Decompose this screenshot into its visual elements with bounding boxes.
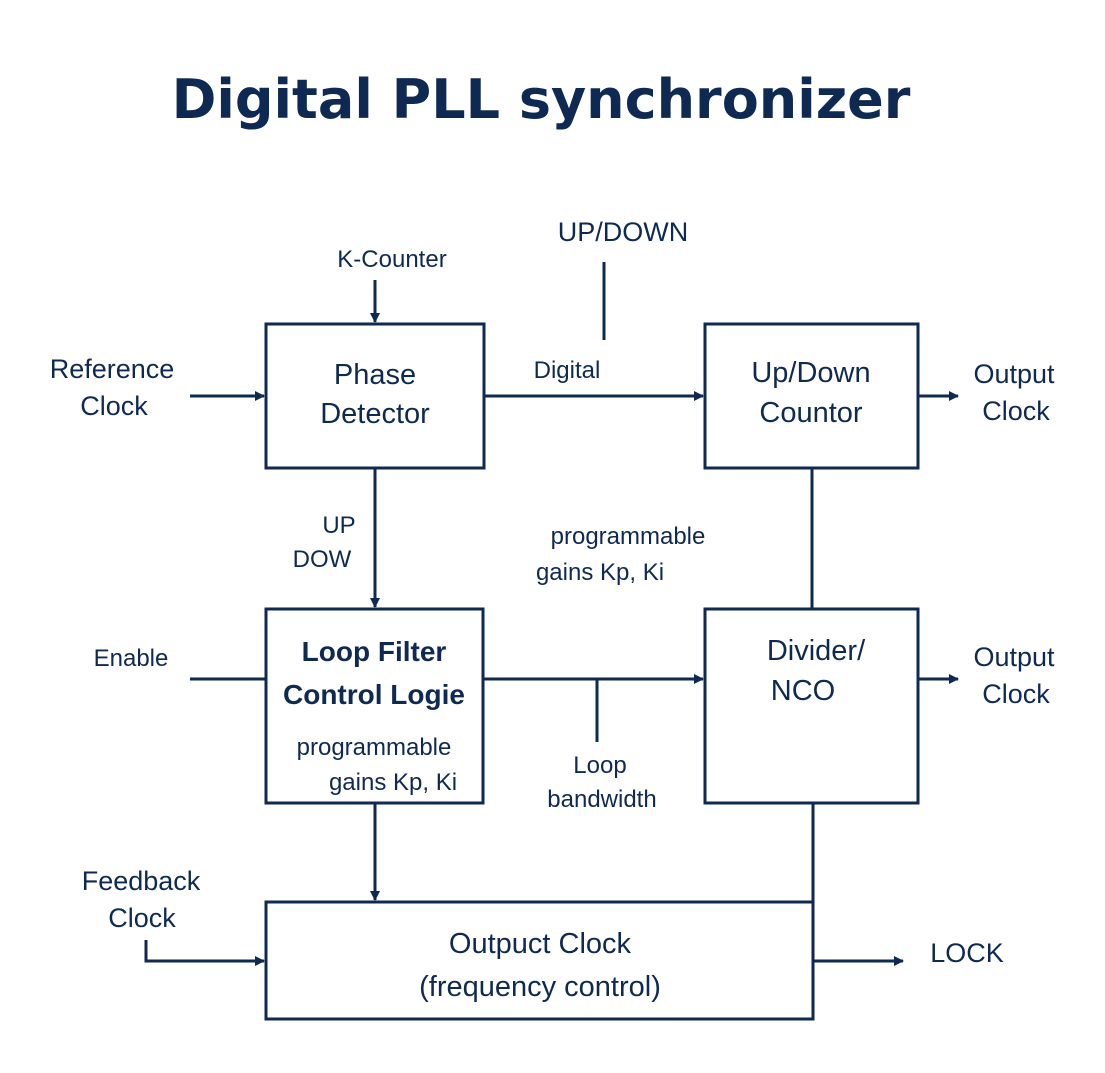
reference-clock-label-2: Clock [80, 391, 148, 421]
loop-filter-label-1: Loop Filter [302, 636, 447, 667]
divider-nco-label-1: Divider/ [767, 635, 866, 667]
output-clock-top-label-2: Clock [982, 396, 1050, 426]
programmable-gains-label-2: gains Kp, Ki [536, 559, 664, 586]
loop-filter-block: Loop Filter Control Logie programmable g… [264, 607, 485, 805]
loop-bandwidth-label-2: bandwidth [547, 786, 656, 813]
reference-clock-label-1: Reference [50, 354, 175, 384]
k-counter-label: K-Counter [337, 246, 446, 273]
output-clock-block-label-2: (frequency control) [419, 971, 661, 1003]
loop-filter-label-3: programmable [297, 734, 452, 761]
up-down-counter-label-2: Countor [759, 397, 863, 429]
connections [144, 262, 959, 966]
digital-label: Digital [534, 357, 601, 384]
loop-bandwidth-label-1: Loop [573, 752, 626, 779]
up-label: UP [322, 512, 355, 539]
enable-label: Enable [94, 645, 169, 672]
up-down-top-label: UP/DOWN [558, 217, 689, 247]
output-clock-top-label-1: Output [973, 359, 1055, 389]
divider-nco-label-2: NCO [771, 675, 835, 707]
feedback-clock-label-1: Feedback [82, 866, 201, 896]
output-clock-block-label-1: Outpuct Clock [449, 928, 632, 960]
phase-detector-label-1: Phase [334, 359, 416, 391]
output-clock-mid-label-1: Output [973, 642, 1055, 672]
diagram-title: Digital PLL synchronizer [172, 68, 911, 131]
phase-detector-label-2: Detector [320, 398, 430, 430]
phase-detector-block: Phase Detector [264, 322, 486, 470]
feedback-clock-label-2: Clock [108, 903, 176, 933]
feedback-clock-arrow [144, 940, 265, 966]
divider-nco-block: Divider/ NCO [703, 607, 920, 805]
dow-label: DOW [293, 546, 352, 573]
lock-label: LOCK [930, 938, 1004, 968]
up-down-counter-block: Up/Down Countor [703, 322, 920, 470]
loop-filter-label-4: gains Kp, Ki [329, 769, 457, 796]
output-clock-mid-label-2: Clock [982, 679, 1050, 709]
output-clock-block: Outpuct Clock (frequency control) [264, 900, 815, 1021]
loop-filter-label-2: Control Logie [283, 679, 465, 710]
programmable-gains-label-1: programmable [551, 523, 706, 550]
signal-labels: K-Counter UP/DOWN Digital Reference Cloc… [50, 217, 1055, 968]
up-down-counter-label-1: Up/Down [751, 357, 870, 389]
